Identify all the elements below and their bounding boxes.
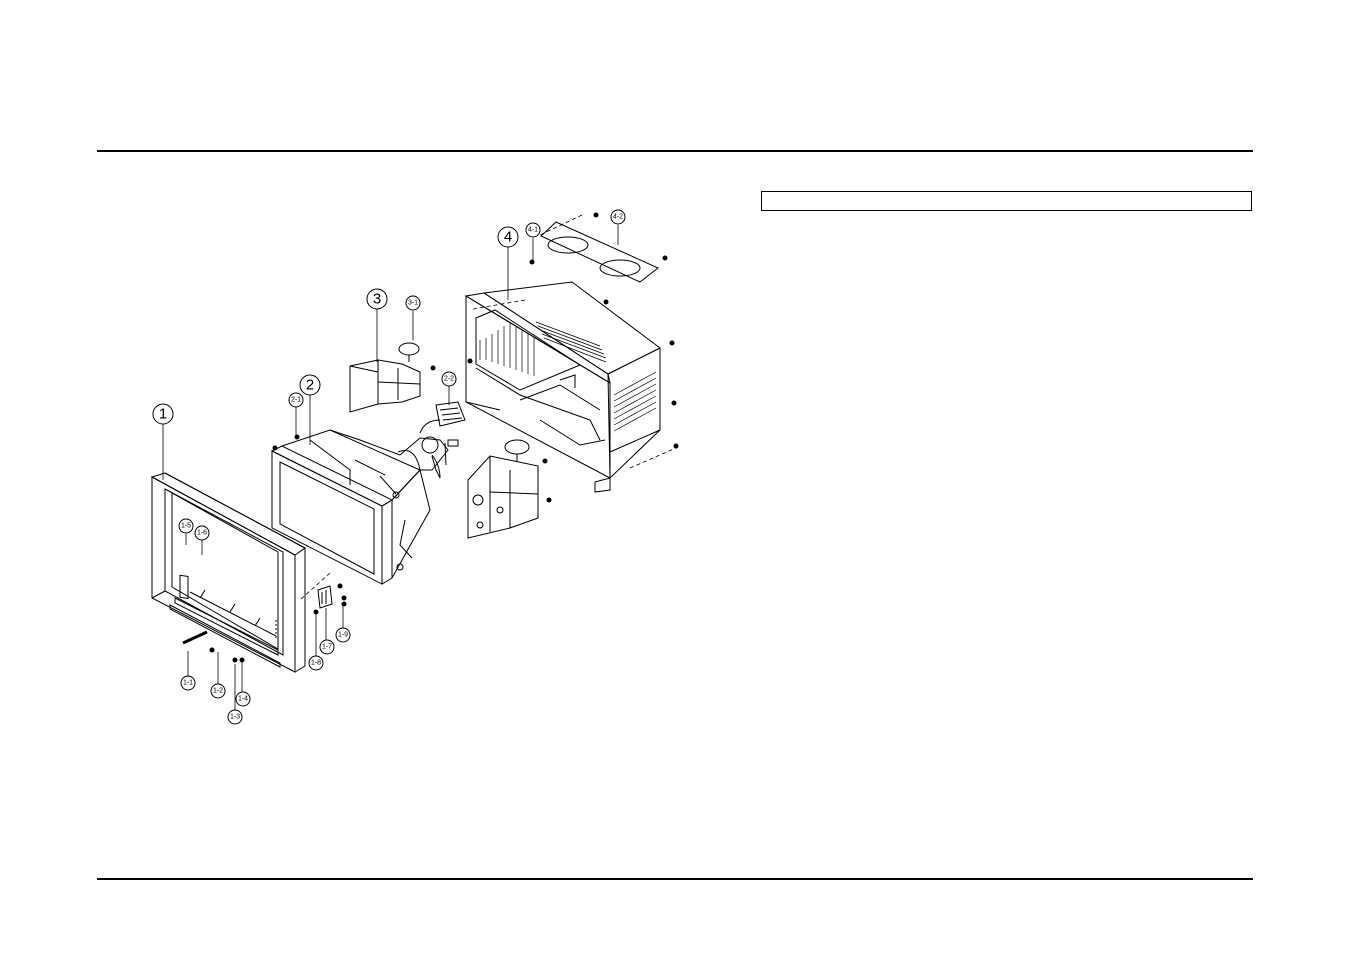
speaker-upper bbox=[349, 342, 421, 413]
callout-1-2: 1-2 bbox=[210, 683, 226, 699]
callout-1-5-label: 1-5 bbox=[181, 523, 191, 530]
callout-1-1: 1-1 bbox=[180, 675, 196, 691]
callout-1-4: 1-4 bbox=[235, 691, 251, 707]
callout-3-1-label: 3-1 bbox=[408, 300, 418, 307]
callout-3: 3 bbox=[366, 288, 388, 310]
callout-4-1-label: 4-1 bbox=[528, 227, 538, 234]
callout-1-label: 1 bbox=[159, 406, 167, 423]
callout-2-1-label: 2-1 bbox=[291, 397, 301, 404]
callout-1-9-label: 1-9 bbox=[338, 632, 348, 639]
callout-4-2: 4-2 bbox=[610, 209, 626, 225]
callout-1-5: 1-5 bbox=[178, 518, 194, 534]
front-cabinet bbox=[150, 472, 306, 673]
callout-1-9: 1-9 bbox=[335, 627, 351, 643]
callout-3-label: 3 bbox=[373, 291, 381, 308]
callouts: 1 2 3 4 1-1 1-2 1-3 1-4 bbox=[152, 209, 626, 725]
callout-1-8: 1-8 bbox=[308, 655, 324, 671]
screws bbox=[209, 212, 679, 663]
callout-1-8-label: 1-8 bbox=[311, 660, 321, 667]
callout-1-6-label: 1-6 bbox=[197, 530, 207, 537]
callout-4-2-label: 4-2 bbox=[613, 214, 623, 221]
callout-4-1: 4-1 bbox=[525, 222, 541, 238]
wiring bbox=[419, 419, 441, 479]
header-box bbox=[761, 191, 1252, 211]
callout-4-label: 4 bbox=[504, 229, 512, 246]
callout-2: 2 bbox=[299, 374, 321, 396]
callout-1-3-label: 1-3 bbox=[230, 714, 240, 721]
callout-1-7-label: 1-7 bbox=[322, 644, 332, 651]
speaker-grille bbox=[540, 221, 659, 283]
callout-1-4-label: 1-4 bbox=[238, 696, 248, 703]
rear-cover bbox=[464, 281, 661, 493]
callout-3-1: 3-1 bbox=[405, 295, 421, 311]
callout-1: 1 bbox=[152, 403, 174, 425]
callout-2-2: 2-2 bbox=[441, 371, 457, 387]
callout-1-6: 1-6 bbox=[194, 525, 210, 541]
callout-1-2-label: 1-2 bbox=[213, 688, 223, 695]
front-bracket bbox=[317, 585, 333, 609]
callout-4: 4 bbox=[497, 226, 519, 248]
top-rule bbox=[97, 150, 1253, 152]
callout-1-1-label: 1-1 bbox=[183, 680, 193, 687]
callout-2-2-label: 2-2 bbox=[444, 376, 454, 383]
bottom-rule bbox=[97, 878, 1253, 880]
callout-2-label: 2 bbox=[306, 377, 314, 394]
main-pcb bbox=[435, 401, 466, 466]
callout-1-3: 1-3 bbox=[227, 709, 243, 725]
speaker-lower bbox=[467, 439, 539, 539]
callout-1-7: 1-7 bbox=[319, 639, 335, 655]
picture-tube bbox=[270, 429, 449, 585]
power-bar bbox=[182, 630, 208, 645]
callout-2-1: 2-1 bbox=[288, 392, 304, 408]
leader-lines bbox=[162, 214, 677, 710]
